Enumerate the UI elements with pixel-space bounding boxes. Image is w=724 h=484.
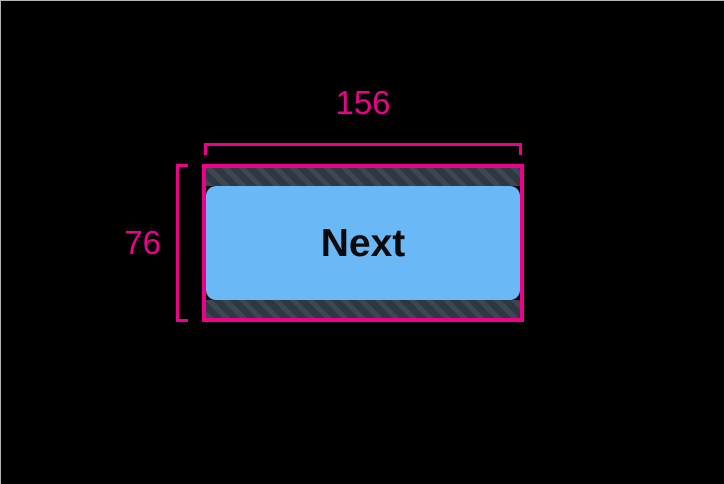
height-dimension-bracket <box>176 164 188 322</box>
width-dimension-bracket <box>204 143 522 155</box>
width-dimension-label: 156 <box>335 84 391 121</box>
padding-band-bottom <box>206 300 520 318</box>
next-button[interactable]: Next <box>206 186 520 300</box>
next-button-label: Next <box>320 221 406 265</box>
height-dimension-label: 76 <box>124 224 161 261</box>
padding-band-top <box>206 168 520 186</box>
measured-element-highlight: Next <box>202 164 524 322</box>
